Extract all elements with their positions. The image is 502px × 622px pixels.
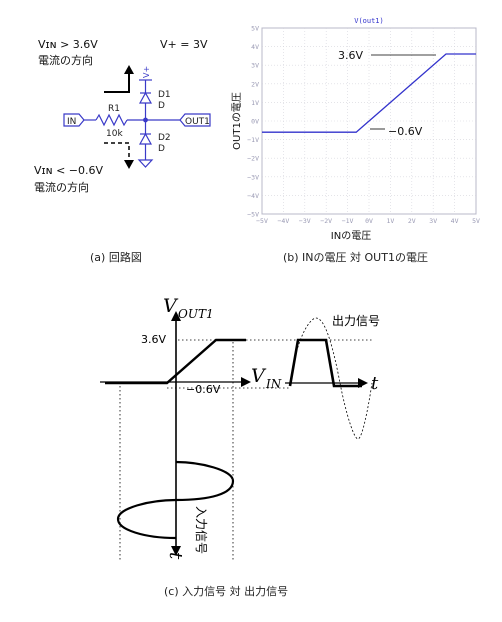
plot-x-tick-label: −3V xyxy=(299,217,311,225)
input-signal-label: 入力信号 xyxy=(194,506,208,554)
level-low-label: −0.6V xyxy=(186,383,221,396)
d2-type: D xyxy=(158,144,165,154)
output-sine-dashed xyxy=(289,317,373,440)
current-arrow-up xyxy=(104,68,130,93)
plot-x-tick-label: 4V xyxy=(451,217,459,225)
plot-y-tick-label: −3V xyxy=(247,173,259,181)
plot-x-tick-label: 1V xyxy=(386,217,394,225)
plot-grid xyxy=(262,28,476,214)
time-axis-label: t xyxy=(371,373,379,394)
plot-y-tick-label: −1V xyxy=(247,136,259,144)
plot-x-tick-label: 2V xyxy=(408,217,416,225)
vout-axis-label: V xyxy=(163,295,179,317)
plot-y-tick-label: 0V xyxy=(251,118,259,126)
r1-value: 10k xyxy=(106,129,123,139)
plot-x-axis-label: INの電圧 xyxy=(331,230,371,242)
vplus-label: V+ = 3V xyxy=(160,38,208,51)
plot-y-tick-label: 5V xyxy=(251,25,259,33)
in-port xyxy=(63,113,85,127)
plot-title: V(out1) xyxy=(354,17,384,25)
current-arrow-down-head xyxy=(124,160,134,169)
input-sine xyxy=(116,460,235,540)
plot-x-tick-label: 5V xyxy=(472,217,480,225)
plot-y-tick-labels: 5V 4V 3V 2V 1V 0V −1V −2V −3V −4V −5V xyxy=(247,25,259,219)
plot-x-tick-label: −4V xyxy=(278,217,290,225)
d2-label: D2 xyxy=(158,133,171,143)
plot-x-tick-label: −1V xyxy=(342,217,354,225)
plot-trace-vout1 xyxy=(262,53,476,133)
caption-b: (b) INの電圧 対 OUT1の電圧 xyxy=(283,251,428,264)
plot-y-tick-label: 4V xyxy=(251,43,259,51)
plot-y-axis-label: OUT1の電圧 xyxy=(231,92,243,150)
plot-x-tick-label: −2V xyxy=(320,217,332,225)
level-high-label: 3.6V xyxy=(141,333,166,346)
d1-label: D1 xyxy=(158,90,171,100)
plot-x-tick-label: 3V xyxy=(429,217,437,225)
plot-y-tick-label: −4V xyxy=(247,192,259,200)
plot-y-tick-label: 2V xyxy=(251,80,259,88)
plot-y-tick-label: −5V xyxy=(247,211,259,219)
out1-port-label: OUT1 xyxy=(185,117,210,127)
in-port-label: IN xyxy=(67,117,76,127)
vin-low-label: Vɪɴ < −0.6V xyxy=(34,164,104,177)
d1-type: D xyxy=(158,101,165,111)
vin-low-direction-label: 電流の方向 xyxy=(34,181,89,194)
vin-axis-label: V xyxy=(251,365,267,387)
current-arrow-down xyxy=(104,142,130,162)
annotation-high: 3.6V xyxy=(338,49,363,62)
vin-axis-subscript: IN xyxy=(265,377,282,391)
vin-high-direction-label: 電流の方向 xyxy=(38,54,93,67)
ground-symbol xyxy=(137,159,154,168)
plot-y-tick-label: 1V xyxy=(251,99,259,107)
caption-a: (a) 回路図 xyxy=(90,251,142,264)
caption-c: (c) 入力信号 対 出力信号 xyxy=(164,585,289,598)
plot-y-tick-label: 3V xyxy=(251,62,259,70)
out1-port xyxy=(179,113,211,127)
annotation-low: −0.6V xyxy=(388,125,423,138)
plot-x-tick-label: −5V xyxy=(256,217,268,225)
clipped-output xyxy=(288,338,362,388)
current-arrow-up-head xyxy=(124,65,134,74)
output-signal-label: 出力信号 xyxy=(332,314,380,328)
time-axis-label-bottom: t xyxy=(165,552,186,560)
vplus-pin-label: V+ xyxy=(142,66,151,78)
plot-x-tick-labels: −5V −4V −3V −2V −1V 0V 1V 2V 3V 4V 5V xyxy=(256,217,480,225)
plot-x-tick-label: 0V xyxy=(365,217,373,225)
vin-high-label: Vɪɴ > 3.6V xyxy=(38,38,98,51)
plot-y-tick-label: −2V xyxy=(247,155,259,163)
resistor-r1 xyxy=(95,113,128,127)
vout-axis-subscript: OUT1 xyxy=(178,307,214,321)
r1-label: R1 xyxy=(108,104,120,114)
